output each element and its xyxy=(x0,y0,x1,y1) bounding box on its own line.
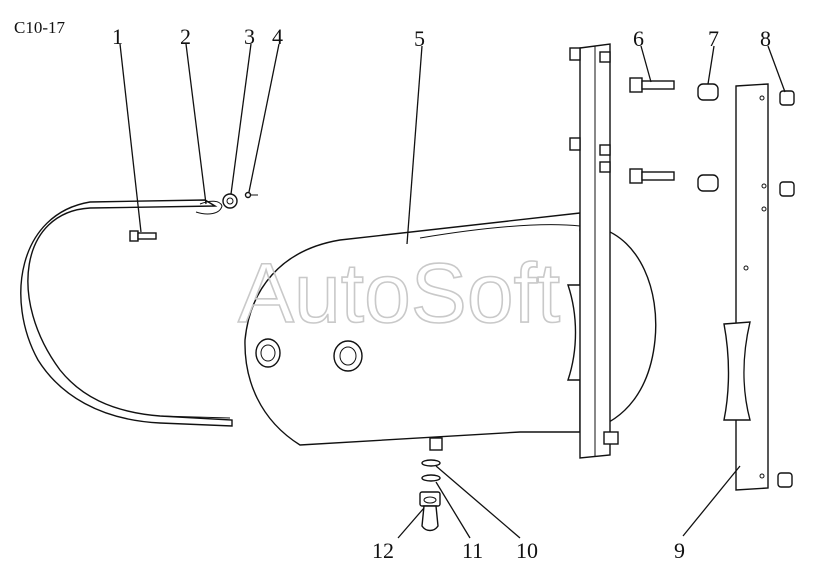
washer-part-11 xyxy=(421,474,441,482)
bolt-part-6 xyxy=(629,77,675,184)
bracket-vertical xyxy=(569,43,619,459)
callout-2: 2 xyxy=(180,24,191,49)
callout-10: 10 xyxy=(516,538,538,563)
washer-part-3 xyxy=(222,193,238,209)
callout-1: 1 xyxy=(112,24,123,49)
pin-part-4 xyxy=(244,191,258,199)
callout-12: 12 xyxy=(372,538,394,563)
callout-numbers: 1 2 3 4 5 6 7 8 9 10 11 12 xyxy=(112,24,771,563)
callout-4: 4 xyxy=(272,24,283,49)
nipple-part-12 xyxy=(419,491,441,532)
callout-9: 9 xyxy=(674,538,685,563)
callout-8: 8 xyxy=(760,26,771,51)
figure-code: C10-17 xyxy=(14,18,66,37)
watermark-text: AutoSoft xyxy=(238,246,560,340)
callout-7: 7 xyxy=(708,26,719,51)
callout-3: 3 xyxy=(244,24,255,49)
callout-6: 6 xyxy=(633,26,644,51)
plate-part-9 xyxy=(723,83,769,491)
callout-11: 11 xyxy=(462,538,483,563)
nut-part-8 xyxy=(777,90,795,488)
sleeve-part-7 xyxy=(697,83,719,192)
bolt-part-1 xyxy=(129,230,157,242)
leader-lines xyxy=(119,43,786,539)
callout-5: 5 xyxy=(414,26,425,51)
strap-part xyxy=(20,199,233,427)
washer-part-10 xyxy=(421,459,441,467)
